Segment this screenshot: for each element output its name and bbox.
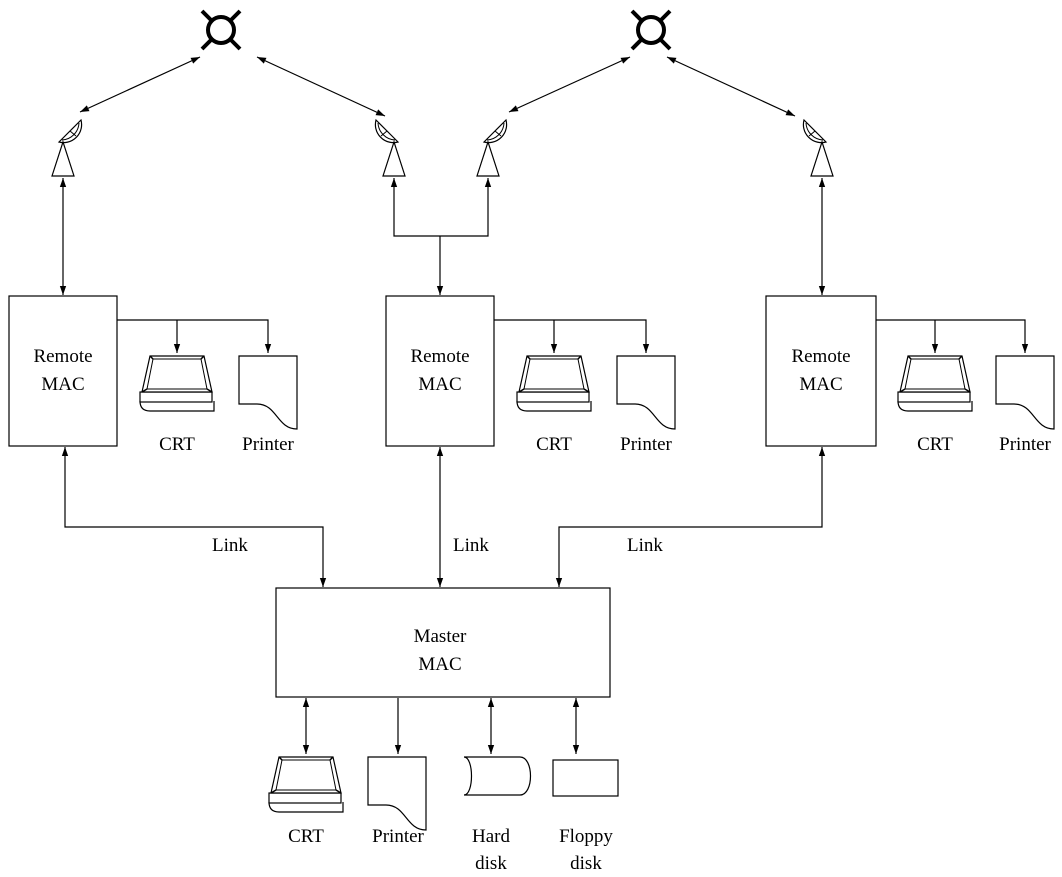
master-mac-label-line1: Master bbox=[414, 626, 467, 647]
printer-icon bbox=[995, 355, 1055, 430]
dish-link-arrow bbox=[390, 178, 492, 237]
link-label: Link bbox=[453, 535, 489, 556]
master-mac-box bbox=[275, 587, 611, 698]
uplink-arrow bbox=[79, 56, 201, 113]
remote-mac-label-line2: MAC bbox=[41, 374, 84, 395]
crt-label: CRT bbox=[917, 434, 953, 455]
crt-icon bbox=[897, 355, 973, 412]
remote-mac-label-line1: Remote bbox=[791, 346, 850, 367]
remote-mac-label-line2: MAC bbox=[799, 374, 842, 395]
link-arrow bbox=[61, 447, 327, 587]
uplink-arrow bbox=[256, 56, 386, 117]
crt-icon bbox=[139, 355, 215, 412]
uplink-arrow bbox=[508, 56, 631, 113]
link-label: Link bbox=[627, 535, 663, 556]
printer-icon bbox=[616, 355, 676, 430]
hard-disk-icon bbox=[463, 756, 531, 796]
crt-icon bbox=[268, 756, 344, 813]
printer-label: Printer bbox=[999, 434, 1051, 455]
printer-icon bbox=[367, 756, 427, 831]
remote-mac-label-line2: MAC bbox=[418, 374, 461, 395]
satellite-icon bbox=[630, 9, 672, 51]
uplink-arrow bbox=[666, 56, 796, 117]
crt-label: CRT bbox=[536, 434, 572, 455]
printer-label: Printer bbox=[372, 826, 424, 847]
remote-mac-box bbox=[8, 295, 118, 447]
satellite-icon bbox=[200, 9, 242, 51]
link-label: Link bbox=[212, 535, 248, 556]
remote-mac-label-line1: Remote bbox=[33, 346, 92, 367]
satellite-dish-icon bbox=[51, 119, 83, 177]
hard-disk-label-line1: Hard bbox=[472, 826, 510, 847]
printer-label: Printer bbox=[620, 434, 672, 455]
crt-label: CRT bbox=[159, 434, 195, 455]
floppy-disk-label-line1: Floppy bbox=[559, 826, 613, 847]
peripheral-arrow bbox=[117, 319, 272, 353]
remote-mac-box bbox=[385, 295, 495, 447]
satellite-dish-icon bbox=[476, 119, 508, 177]
printer-label: Printer bbox=[242, 434, 294, 455]
crt-label: CRT bbox=[288, 826, 324, 847]
remote-mac-box bbox=[765, 295, 877, 447]
peripheral-arrow bbox=[494, 319, 650, 353]
peripheral-arrow bbox=[876, 319, 1029, 353]
satellite-dish-icon bbox=[374, 119, 406, 177]
satellite-dish-icon bbox=[802, 119, 834, 177]
remote-mac-label-line1: Remote bbox=[410, 346, 469, 367]
floppy-disk-label-line2: disk bbox=[570, 853, 602, 874]
hard-disk-label-line2: disk bbox=[475, 853, 507, 874]
link-arrow bbox=[555, 447, 826, 587]
crt-icon bbox=[516, 355, 592, 412]
printer-icon bbox=[238, 355, 298, 430]
master-mac-label-line2: MAC bbox=[418, 654, 461, 675]
floppy-disk-icon bbox=[552, 759, 619, 797]
